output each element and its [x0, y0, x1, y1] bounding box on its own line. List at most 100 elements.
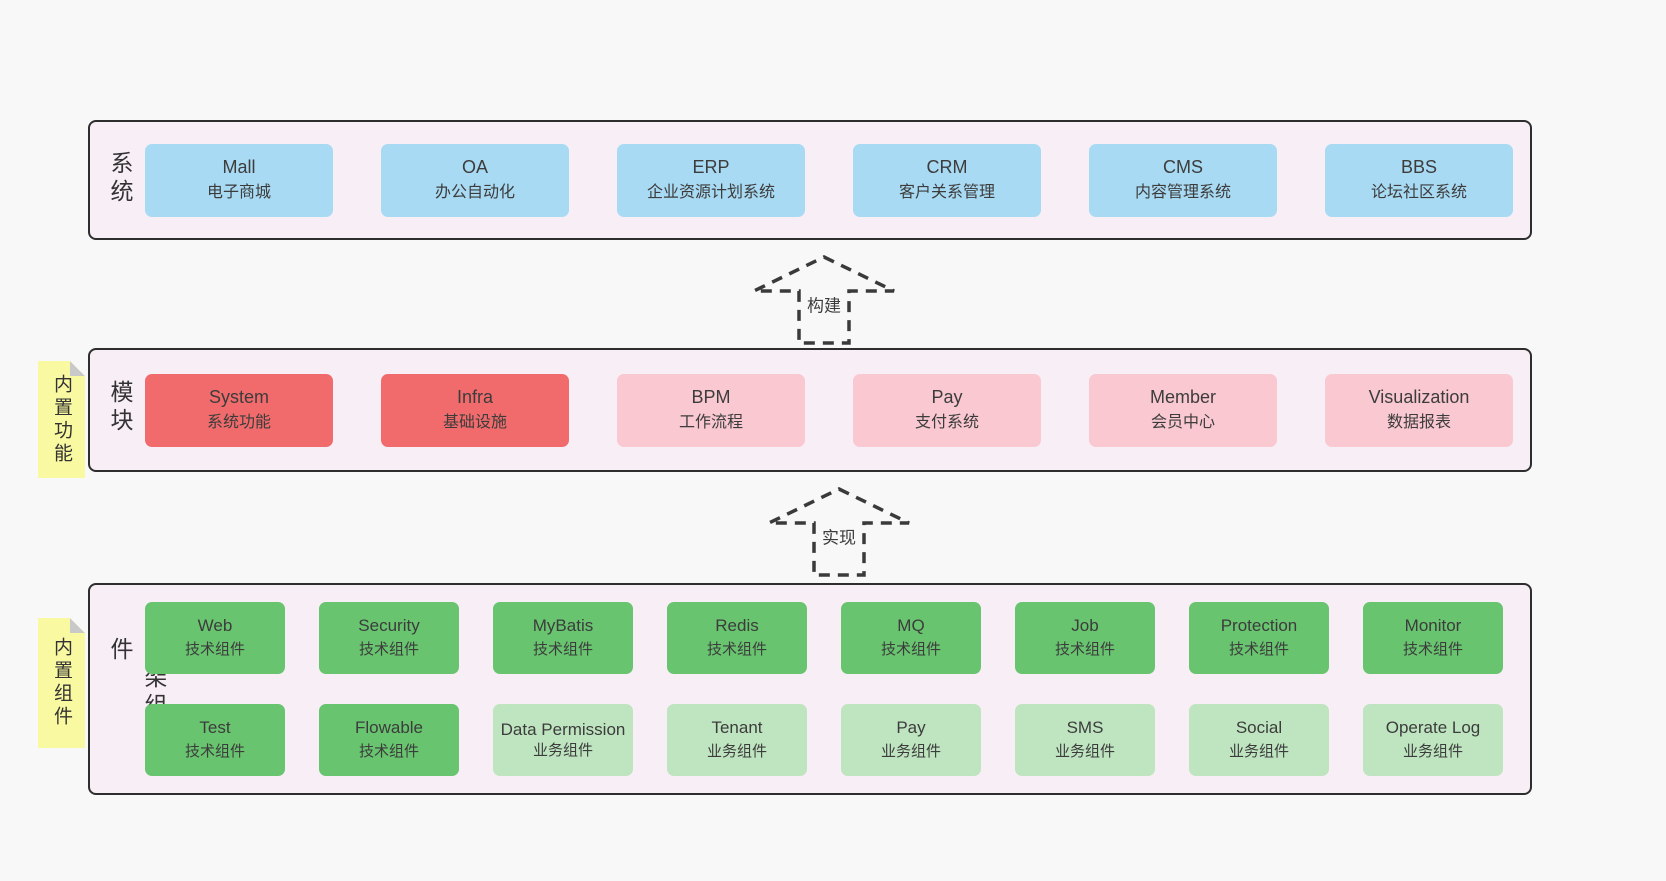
box-desc: 业务组件: [532, 742, 593, 759]
business-systems-box-row: Mall 电子商城 OA 办公自动化 ERP 企业资源计划系统 CRM 客户关系…: [145, 122, 1513, 238]
box-name: Mall: [222, 157, 256, 177]
box-name: Security: [358, 616, 420, 635]
box-desc: 办公自动化: [434, 184, 515, 201]
box-desc: 企业资源计划系统: [646, 184, 775, 201]
box-name: Job: [1071, 616, 1099, 635]
system-box-cms: CMS 内容管理系统: [1089, 143, 1277, 217]
component-box-mybatis: MyBatis 技术组件: [493, 602, 633, 674]
box-name: BPM: [691, 387, 731, 407]
box-desc: 会员中心: [1150, 414, 1215, 431]
box-name: Member: [1149, 387, 1216, 407]
component-box-flowable: Flowable 技术组件: [319, 704, 459, 776]
box-name: Data Permission: [500, 720, 626, 739]
box-name: System: [208, 387, 269, 407]
sticky-note-builtin-features: 内置功能: [38, 361, 85, 478]
component-box-pay: Pay 业务组件: [841, 704, 981, 776]
module-box-infra: Infra 基础设施: [381, 373, 569, 447]
box-name: MyBatis: [532, 616, 594, 635]
module-box-bpm: BPM 工作流程: [617, 373, 805, 447]
system-box-erp: ERP 企业资源计划系统: [617, 143, 805, 217]
box-name: Web: [197, 616, 233, 635]
box-desc: 系统功能: [206, 414, 271, 431]
module-box-system: System 系统功能: [145, 373, 333, 447]
box-desc: 业务组件: [1228, 743, 1289, 760]
box-desc: 技术组件: [1228, 641, 1289, 658]
box-name: SMS: [1066, 718, 1104, 737]
framework-components-row-top: Web 技术组件 Security 技术组件 MyBatis 技术组件 Redi…: [145, 602, 1503, 674]
box-desc: 业务组件: [1054, 743, 1115, 760]
system-box-bbs: BBS 论坛社区系统: [1325, 143, 1513, 217]
box-desc: 技术组件: [706, 641, 767, 658]
box-name: Tenant: [711, 718, 763, 737]
box-desc: 电子商城: [206, 184, 271, 201]
component-box-monitor: Monitor 技术组件: [1363, 602, 1503, 674]
box-desc: 工作流程: [678, 414, 743, 431]
build-arrow-icon: 构建: [751, 254, 897, 346]
box-name: Flowable: [354, 718, 424, 737]
framework-components-grid: Web 技术组件 Security 技术组件 MyBatis 技术组件 Redi…: [145, 585, 1503, 793]
box-name: Infra: [456, 387, 494, 407]
panel-framework-components: 框架组件 Web 技术组件 Security 技术组件 MyBatis 技术组件…: [88, 583, 1532, 795]
system-box-oa: OA 办公自动化: [381, 143, 569, 217]
panel-common-modules: 通用模块 System 系统功能 Infra 基础设施 BPM 工作流程 Pay…: [88, 348, 1532, 472]
box-desc: 业务组件: [1402, 743, 1463, 760]
component-box-tenant: Tenant 业务组件: [667, 704, 807, 776]
implement-arrow-icon: 实现: [766, 486, 912, 578]
module-box-visualization: Visualization 数据报表: [1325, 373, 1513, 447]
box-desc: 技术组件: [184, 641, 245, 658]
sticky-note-label: 内置功能: [51, 373, 72, 466]
component-box-job: Job 技术组件: [1015, 602, 1155, 674]
box-desc: 技术组件: [358, 743, 419, 760]
component-box-operate-log: Operate Log 业务组件: [1363, 704, 1503, 776]
build-arrow-label: 构建: [804, 290, 844, 318]
box-name: Protection: [1220, 616, 1298, 635]
up-arrow-dashed-icon: [768, 487, 910, 577]
box-desc: 业务组件: [880, 743, 941, 760]
box-name: OA: [461, 157, 488, 177]
component-box-social: Social 业务组件: [1189, 704, 1329, 776]
component-box-test: Test 技术组件: [145, 704, 285, 776]
sticky-note-builtin-components: 内置组件: [38, 618, 85, 748]
sticky-note-label: 内置组件: [51, 637, 72, 729]
box-desc: 技术组件: [1402, 641, 1463, 658]
component-box-sms: SMS 业务组件: [1015, 704, 1155, 776]
panel-business-systems: 业务系统 Mall 电子商城 OA 办公自动化 ERP 企业资源计划系统 CRM…: [88, 120, 1532, 240]
system-box-mall: Mall 电子商城: [145, 143, 333, 217]
box-desc: 内容管理系统: [1134, 184, 1231, 201]
box-desc: 数据报表: [1386, 414, 1451, 431]
box-name: Operate Log: [1385, 718, 1481, 737]
module-box-member: Member 会员中心: [1089, 373, 1277, 447]
box-desc: 技术组件: [880, 641, 941, 658]
common-modules-box-row: System 系统功能 Infra 基础设施 BPM 工作流程 Pay 支付系统…: [145, 350, 1513, 470]
box-desc: 技术组件: [1054, 641, 1115, 658]
box-name: Monitor: [1404, 616, 1462, 635]
implement-arrow-label: 实现: [819, 522, 859, 550]
box-name: BBS: [1400, 157, 1438, 177]
box-desc: 支付系统: [914, 414, 979, 431]
box-name: Pay: [931, 387, 963, 407]
system-box-crm: CRM 客户关系管理: [853, 143, 1041, 217]
framework-components-row-bottom: Test 技术组件 Flowable 技术组件 Data Permission …: [145, 704, 1503, 776]
box-desc: 技术组件: [184, 743, 245, 760]
box-desc: 基础设施: [442, 414, 507, 431]
box-name: Pay: [896, 718, 926, 737]
component-box-security: Security 技术组件: [319, 602, 459, 674]
component-box-protection: Protection 技术组件: [1189, 602, 1329, 674]
component-box-web: Web 技术组件: [145, 602, 285, 674]
component-box-mq: MQ 技术组件: [841, 602, 981, 674]
box-name: Visualization: [1368, 387, 1470, 407]
note-fold-corner-icon: [70, 618, 85, 633]
box-name: ERP: [692, 157, 730, 177]
box-name: Test: [199, 718, 231, 737]
box-desc: 技术组件: [532, 641, 593, 658]
component-box-redis: Redis 技术组件: [667, 602, 807, 674]
box-name: CMS: [1163, 157, 1203, 177]
box-name: CRM: [926, 157, 968, 177]
box-name: Redis: [715, 616, 759, 635]
box-desc: 论坛社区系统: [1370, 184, 1467, 201]
box-name: MQ: [897, 616, 925, 635]
box-name: Social: [1235, 718, 1283, 737]
up-arrow-dashed-icon: [753, 255, 895, 345]
box-desc: 技术组件: [358, 641, 419, 658]
